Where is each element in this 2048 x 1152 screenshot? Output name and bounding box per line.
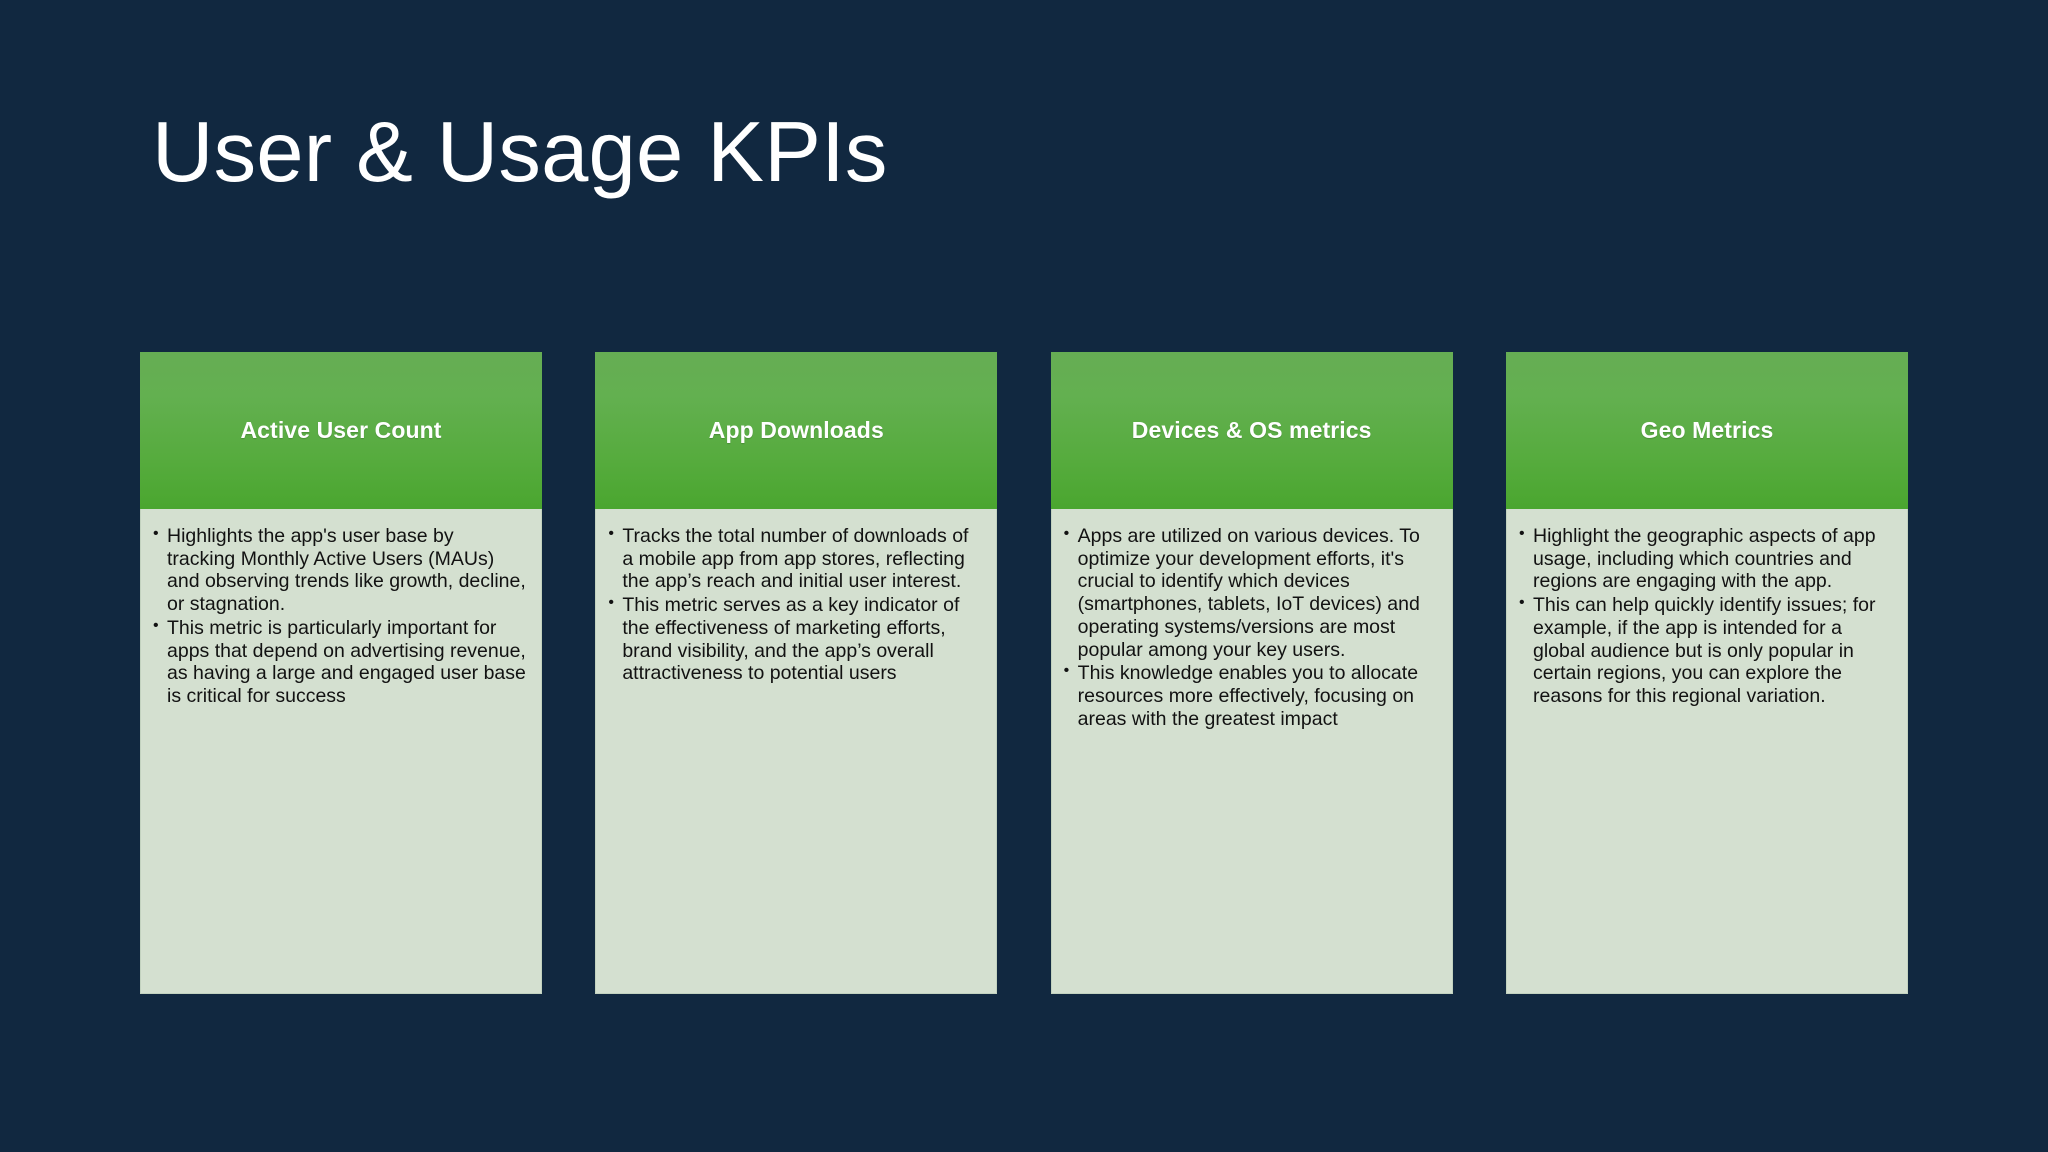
list-item: Highlight the geographic aspects of app … <box>1519 523 1893 593</box>
list-item: This metric is particularly important fo… <box>153 615 527 708</box>
card-body: Apps are utilized on various devices. To… <box>1050 509 1453 994</box>
bullet-list: Apps are utilized on various devices. To… <box>1064 523 1438 730</box>
bullet-list: Highlight the geographic aspects of app … <box>1519 523 1893 708</box>
card-title: App Downloads <box>708 417 884 443</box>
list-item: Tracks the total number of downloads of … <box>608 523 982 593</box>
card-header: Devices & OS metrics <box>1050 352 1453 509</box>
bullet-list: Tracks the total number of downloads of … <box>608 523 982 685</box>
page-title: User & Usage KPIs <box>152 105 888 200</box>
kpi-card-devices-os-metrics[interactable]: Devices & OS metrics Apps are utilized o… <box>1050 352 1453 994</box>
list-item: Apps are utilized on various devices. To… <box>1064 523 1438 661</box>
card-header: App Downloads <box>595 352 998 509</box>
kpi-card-row: Active User Count Highlights the app's u… <box>140 352 1908 994</box>
card-title: Devices & OS metrics <box>1131 417 1372 443</box>
card-body: Tracks the total number of downloads of … <box>595 509 998 994</box>
card-title: Active User Count <box>240 417 442 443</box>
kpi-card-geo-metrics[interactable]: Geo Metrics Highlight the geographic asp… <box>1505 352 1908 994</box>
card-body: Highlights the app's user base by tracki… <box>140 509 542 994</box>
card-body: Highlight the geographic aspects of app … <box>1505 509 1908 994</box>
kpi-card-app-downloads[interactable]: App Downloads Tracks the total number of… <box>595 352 998 994</box>
card-header: Geo Metrics <box>1505 352 1908 509</box>
card-title: Geo Metrics <box>1640 417 1774 443</box>
list-item: This metric serves as a key indicator of… <box>608 592 982 685</box>
card-header: Active User Count <box>140 352 542 509</box>
bullet-list: Highlights the app's user base by tracki… <box>153 523 527 708</box>
list-item: This can help quickly identify issues; f… <box>1519 592 1893 708</box>
list-item: This knowledge enables you to allocate r… <box>1064 660 1438 730</box>
list-item: Highlights the app's user base by tracki… <box>153 523 527 616</box>
kpi-card-active-user-count[interactable]: Active User Count Highlights the app's u… <box>140 352 542 994</box>
